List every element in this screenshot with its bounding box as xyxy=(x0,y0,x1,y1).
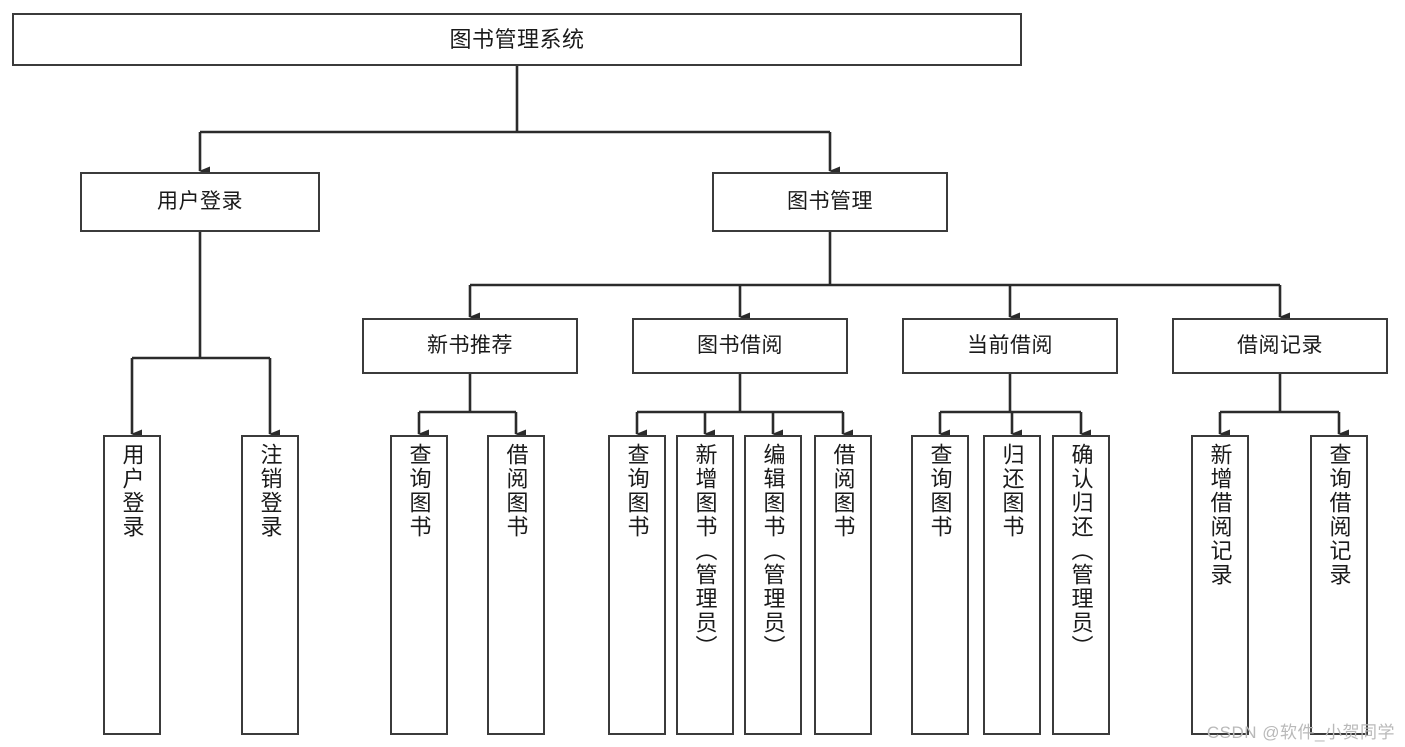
leaf-recommend-borrow-book[interactable]: 借阅图书 xyxy=(487,435,545,735)
node-root-label: 图书管理系统 xyxy=(449,26,585,52)
leaf-user-logout[interactable]: 注销登录 xyxy=(241,435,299,735)
leaf-recommend-borrow-book-label: 借阅图书 xyxy=(503,443,529,539)
leaf-current-return-book-label: 归还图书 xyxy=(999,443,1025,539)
leaf-user-login[interactable]: 用户登录 xyxy=(103,435,161,735)
leaf-borrow-query-book[interactable]: 查询图书 xyxy=(608,435,666,735)
node-current-borrow[interactable]: 当前借阅 xyxy=(902,318,1118,374)
leaf-record-query-label: 查询借阅记录 xyxy=(1326,443,1352,587)
leaf-recommend-query-book[interactable]: 查询图书 xyxy=(390,435,448,735)
leaf-record-query[interactable]: 查询借阅记录 xyxy=(1310,435,1368,735)
leaf-user-logout-label: 注销登录 xyxy=(257,443,283,539)
leaf-recommend-query-book-label: 查询图书 xyxy=(406,443,432,539)
leaf-borrow-edit-book-label: 编辑图书（管理员） xyxy=(760,443,786,659)
node-book-borrow[interactable]: 图书借阅 xyxy=(632,318,848,374)
leaf-borrow-add-book[interactable]: 新增图书（管理员） xyxy=(676,435,734,735)
node-new-book-recommend-label: 新书推荐 xyxy=(427,333,513,357)
node-user-login-module[interactable]: 用户登录 xyxy=(80,172,320,232)
node-book-management-module-label: 图书管理 xyxy=(787,189,873,213)
leaf-borrow-borrow-book[interactable]: 借阅图书 xyxy=(814,435,872,735)
node-book-management-module[interactable]: 图书管理 xyxy=(712,172,948,232)
node-user-login-module-label: 用户登录 xyxy=(157,189,243,213)
node-borrow-record-label: 借阅记录 xyxy=(1237,333,1323,357)
leaf-current-confirm-return[interactable]: 确认归还（管理员） xyxy=(1052,435,1110,735)
node-root[interactable]: 图书管理系统 xyxy=(12,13,1022,66)
leaf-current-return-book[interactable]: 归还图书 xyxy=(983,435,1041,735)
leaf-borrow-query-book-label: 查询图书 xyxy=(624,443,650,539)
leaf-borrow-add-book-label: 新增图书（管理员） xyxy=(692,443,718,659)
node-current-borrow-label: 当前借阅 xyxy=(967,333,1053,357)
leaf-user-login-label: 用户登录 xyxy=(119,443,145,539)
leaf-borrow-borrow-book-label: 借阅图书 xyxy=(830,443,856,539)
watermark: CSDN @软件_小贺同学 xyxy=(1206,723,1395,742)
leaf-record-add[interactable]: 新增借阅记录 xyxy=(1191,435,1249,735)
leaf-record-add-label: 新增借阅记录 xyxy=(1207,443,1233,587)
leaf-current-query-book-label: 查询图书 xyxy=(927,443,953,539)
node-new-book-recommend[interactable]: 新书推荐 xyxy=(362,318,578,374)
leaf-current-query-book[interactable]: 查询图书 xyxy=(911,435,969,735)
node-borrow-record[interactable]: 借阅记录 xyxy=(1172,318,1388,374)
node-book-borrow-label: 图书借阅 xyxy=(697,333,783,357)
leaf-borrow-edit-book[interactable]: 编辑图书（管理员） xyxy=(744,435,802,735)
leaf-current-confirm-return-label: 确认归还（管理员） xyxy=(1068,443,1094,659)
